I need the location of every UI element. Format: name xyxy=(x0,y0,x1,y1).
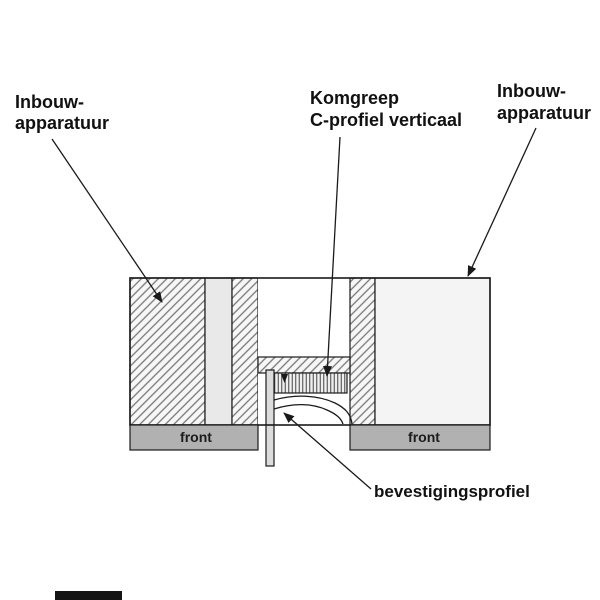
front-label-right: front xyxy=(408,429,440,445)
label-left-appliance-line1: Inbouw- xyxy=(15,92,84,112)
komgreep-c-profile xyxy=(267,372,348,394)
right-appliance-section xyxy=(374,277,491,426)
front-bar-left xyxy=(129,424,259,451)
label-right-appliance-line1: Inbouw- xyxy=(497,81,566,101)
front-label-left: front xyxy=(180,429,212,445)
leader-left-appliance xyxy=(51,138,163,303)
fastening-curve-outer xyxy=(273,395,353,425)
left-profile-wall xyxy=(231,277,259,426)
label-handle-line1: Komgreep xyxy=(310,88,399,108)
leader-fastening-profile xyxy=(283,412,372,490)
right-profile-wall xyxy=(349,277,376,426)
label-handle-line2: C-profiel verticaal xyxy=(310,110,462,130)
leader-komgreep xyxy=(323,136,341,377)
spacer-strip xyxy=(204,277,233,426)
front-bar-right xyxy=(349,424,491,451)
left-appliance-section xyxy=(129,277,206,426)
fastening-curve-inner xyxy=(273,403,344,425)
label-left-appliance-line2: apparatuur xyxy=(15,113,109,133)
label-fastening-profile: bevestigingsprofiel xyxy=(374,482,530,501)
assembly-outline xyxy=(129,277,491,426)
komgreep-flange-arrow xyxy=(281,374,288,383)
leader-right-appliance xyxy=(467,127,537,277)
fastening-pin xyxy=(265,369,275,467)
bottom-left-mark xyxy=(55,591,122,600)
label-right-appliance-line2: apparatuur xyxy=(497,103,591,123)
